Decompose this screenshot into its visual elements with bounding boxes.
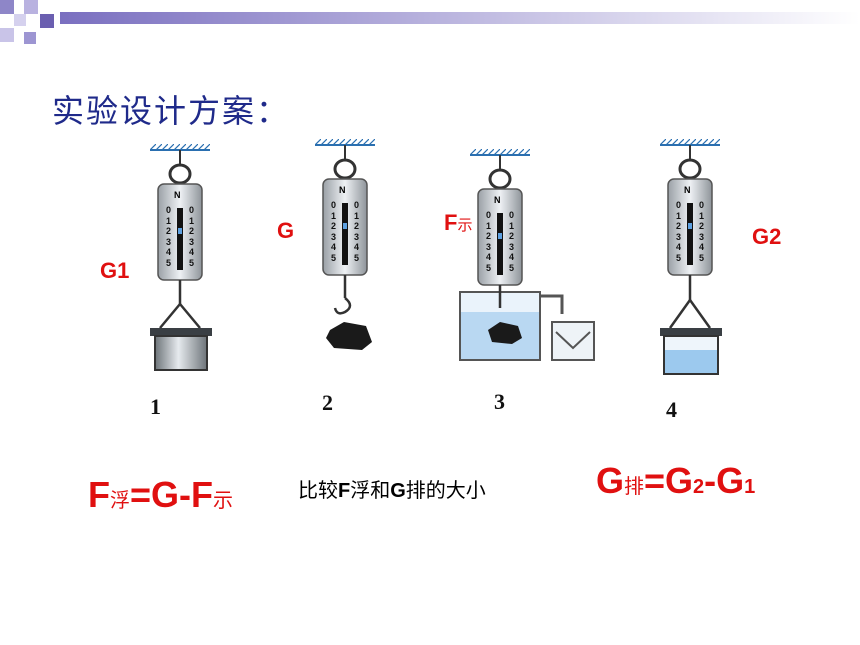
figure-number-1: 1: [150, 394, 161, 419]
figure-number-2: 2: [322, 390, 333, 415]
scale-tick-label: 3: [331, 231, 337, 242]
scale-tick-label: 3: [509, 241, 515, 252]
scale-tick-label: 0: [486, 210, 492, 220]
scale-tick-label: 0: [509, 210, 515, 220]
label-g1: G1: [100, 258, 130, 283]
scale-tick-label: 4: [354, 242, 360, 252]
compare-text: 比较F浮和G排的大小: [298, 478, 486, 502]
scale-tick-label: 0: [189, 205, 195, 215]
scale-tick-label: 3: [676, 231, 682, 242]
header-decoration: [0, 0, 860, 44]
scale-unit-1: N: [174, 190, 181, 200]
formula-buoyancy: F浮=G-F示: [88, 474, 234, 515]
scale-tick-label: 0: [354, 200, 360, 210]
scale-tick-label: 3: [166, 236, 172, 247]
scale-tick-label: 3: [354, 231, 360, 242]
scale-tick-label: 4: [699, 242, 705, 252]
scale-tick-label: 5: [509, 262, 515, 273]
figure-1-scale-empty-cup: [148, 142, 212, 371]
scale-tick-label: 5: [676, 252, 682, 263]
label-g: G: [277, 218, 295, 243]
scale-tick-label: 3: [699, 231, 705, 242]
scale-tick-label: 1: [189, 215, 195, 226]
scale-unit-2: N: [339, 185, 346, 195]
scale-tick-label: 4: [509, 252, 515, 262]
formula-displaced-weight: G排=G2-G1: [596, 460, 756, 501]
scale-tick-label: 3: [189, 236, 195, 247]
scale-tick-label: 4: [486, 252, 492, 262]
scale-tick-label: 0: [166, 205, 172, 215]
page-title: 实验设计方案：: [52, 92, 291, 130]
scale-tick-label: 4: [166, 247, 172, 257]
scale-tick-label: 1: [166, 215, 172, 226]
scale-unit-3: N: [494, 195, 501, 205]
scale-tick-label: 2: [699, 221, 705, 231]
scale-tick-label: 5: [699, 252, 705, 263]
figure-2-scale-stone: [313, 137, 377, 350]
scale-tick-label: 2: [331, 221, 337, 231]
figure-number-3: 3: [494, 389, 505, 414]
scale-tick-label: 3: [486, 241, 492, 252]
label-g2: G2: [752, 224, 782, 249]
scale-tick-label: 0: [676, 200, 682, 210]
scale-tick-label: 5: [486, 262, 492, 273]
scale-tick-label: 2: [509, 231, 515, 241]
scale-tick-label: 2: [354, 221, 360, 231]
scale-tick-label: 1: [331, 210, 337, 221]
scale-tick-label: 2: [486, 231, 492, 241]
scale-tick-label: 5: [331, 252, 337, 263]
scale-tick-label: 1: [509, 220, 515, 231]
scale-tick-label: 0: [699, 200, 705, 210]
label-f-shi: F示: [444, 210, 473, 235]
scale-tick-label: 2: [189, 226, 195, 236]
scale-tick-label: 1: [486, 220, 492, 231]
scale-tick-label: 1: [676, 210, 682, 221]
scale-unit-4: N: [684, 185, 691, 195]
figure-4-scale-cup-with-water: [658, 137, 722, 375]
scale-tick-label: 1: [354, 210, 360, 221]
scale-tick-label: 2: [166, 226, 172, 236]
scale-tick-label: 0: [331, 200, 337, 210]
scale-tick-label: 4: [676, 242, 682, 252]
scale-tick-label: 1: [699, 210, 705, 221]
scale-tick-label: 4: [189, 247, 195, 257]
scale-tick-label: 5: [166, 257, 172, 268]
figure-number-4: 4: [666, 397, 677, 422]
scale-tick-label: 5: [354, 252, 360, 263]
scale-tick-label: 5: [189, 257, 195, 268]
figure-3-scale-overflow-beaker: [459, 147, 595, 361]
scale-tick-label: 2: [676, 221, 682, 231]
scale-tick-label: 4: [331, 242, 337, 252]
